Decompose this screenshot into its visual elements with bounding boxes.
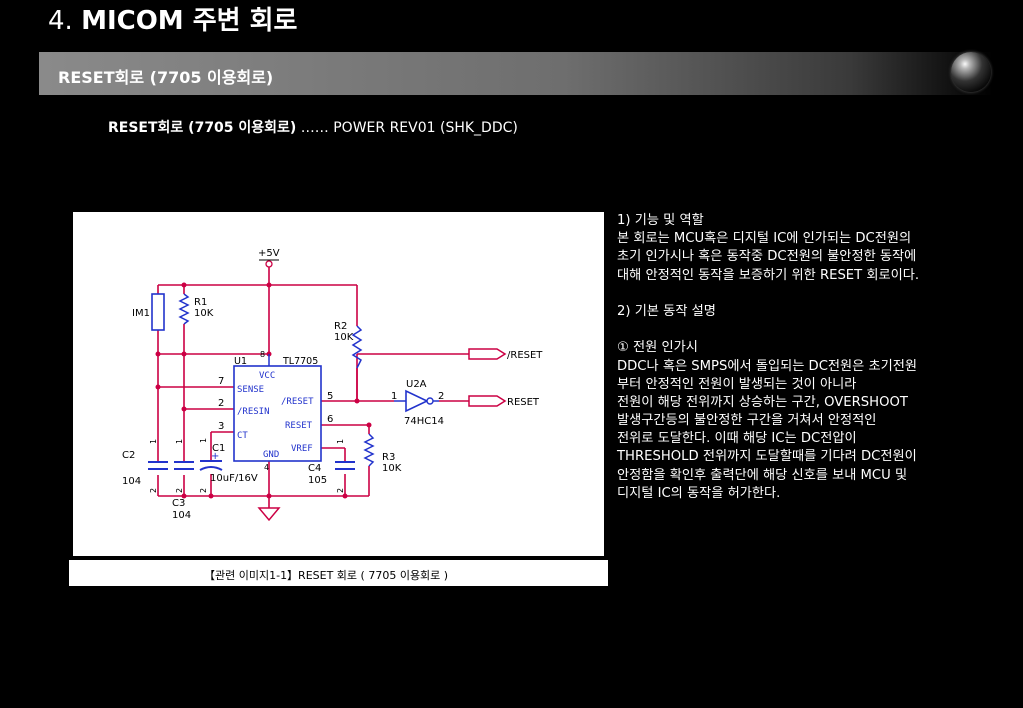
description-line: 2) 기본 동작 설명 — [617, 303, 716, 319]
c2-label: C2 — [122, 450, 135, 461]
vcc-terminal — [265, 260, 273, 268]
ground-icon — [257, 507, 281, 522]
resin-pin-label: /RESIN — [237, 407, 270, 417]
ct-pin-label: CT — [237, 431, 248, 441]
figure-caption: 【관련 이미지1-1】RESET 회로 ( 7705 이용회로 ) — [204, 569, 448, 582]
c4-pin2: 2 — [336, 488, 345, 493]
section-banner-text: RESET회로 (7705 이용회로) — [58, 68, 274, 87]
schematic-svg: +5V IM1 R1 10K R2 10K U1 8 TL7705 VCC SE… — [69, 208, 608, 582]
subheading-bold: RESET회로 (7705 이용회로) — [108, 120, 297, 136]
c1-plus: + — [211, 451, 219, 462]
r1-resistor — [178, 293, 190, 325]
u2a-label: U2A — [406, 379, 427, 390]
description-line: 대해 안정적인 동작을 보증하기 위한 RESET 회로이다. — [617, 267, 920, 283]
description-line — [617, 321, 1017, 339]
section-banner: RESET회로 (7705 이용회로) — [39, 52, 993, 95]
description-line: ① 전원 인가시 — [617, 340, 698, 356]
im1-component — [151, 293, 165, 331]
description-line: 안정함을 확인후 출력단에 해당 신호를 보내 MCU 및 — [617, 467, 908, 483]
description-line: 디지털 IC의 동작을 허가한다. — [617, 485, 781, 501]
r3-label: R3 — [382, 452, 395, 463]
c1-value: 10uF/16V — [210, 473, 258, 484]
tl7705-chip — [233, 365, 322, 462]
u1-label: U1 — [234, 356, 247, 367]
schematic-frame — [69, 208, 608, 560]
description-line: 본 회로는 MCU혹은 디지털 IC에 인가되는 DC전원의 — [617, 231, 912, 247]
r3-value: 10K — [382, 463, 402, 474]
c1-pin1: 1 — [199, 438, 208, 443]
reset-circuit-figure: +5V IM1 R1 10K R2 10K U1 8 TL7705 VCC SE… — [69, 208, 608, 586]
vcc-label: +5V — [258, 248, 280, 259]
u2-part-label: 74HC14 — [404, 416, 444, 427]
subheading-rest: …… POWER REV01 (SHK_DDC) — [296, 120, 518, 136]
c3-pin2: 2 — [175, 488, 184, 493]
c1-label: C1 — [212, 443, 225, 454]
c2-pin2: 2 — [149, 488, 158, 493]
r3-resistor — [363, 433, 375, 467]
pin2-label: 2 — [218, 398, 224, 409]
reset-n-port-label: /RESET — [507, 350, 543, 361]
c4-pin1: 1 — [336, 439, 345, 444]
description-line: DDC나 혹은 SMPS에서 돌입되는 DC전원은 초기전원 — [617, 358, 918, 374]
slide-title-text: MICOM 주변 회로 — [81, 6, 298, 36]
vref-pin-label: VREF — [291, 444, 313, 454]
c2-pin1: 1 — [149, 439, 158, 444]
gnd-pin-label: GND — [263, 450, 279, 460]
c2-capacitor — [148, 461, 168, 470]
reset-port-label: RESET — [507, 397, 540, 408]
c3-label: C3 — [172, 498, 185, 509]
u2-in-pin: 1 — [391, 391, 397, 402]
pin7-label: 7 — [218, 376, 224, 387]
pin3-label: 3 — [218, 421, 224, 432]
c2-value: 104 — [122, 476, 141, 487]
reset-n-pin-label: /RESET — [281, 397, 314, 407]
orb-decoration-icon — [951, 52, 991, 92]
slide-title-number: 4. — [48, 6, 73, 36]
pin6-label: 6 — [327, 414, 333, 425]
r2-resistor — [351, 325, 363, 369]
c3-capacitor — [174, 461, 194, 470]
vcc-pin-label: VCC — [259, 371, 275, 381]
c3-value: 104 — [172, 510, 191, 521]
r2-label: R2 — [334, 321, 347, 332]
c4-label: C4 — [308, 463, 321, 474]
description-line: 1) 기능 및 역할 — [617, 213, 704, 228]
chip-label: TL7705 — [282, 356, 318, 367]
r1-label: R1 — [194, 297, 207, 308]
r1-value: 10K — [194, 308, 214, 319]
reset-n-port — [468, 348, 507, 360]
reset-pin-label: RESET — [285, 421, 313, 431]
subheading: RESET회로 (7705 이용회로) …… POWER REV01 (SHK_… — [108, 117, 518, 137]
c3-pin1: 1 — [175, 439, 184, 444]
c4-value: 105 — [308, 475, 327, 486]
reset-port — [468, 395, 507, 407]
pin4-label: 4 — [264, 463, 269, 472]
description-line: 부터 안정적인 전원이 발생되는 것이 아니라 — [617, 376, 857, 392]
u2-out-pin: 2 — [438, 391, 444, 402]
sense-pin-label: SENSE — [237, 385, 264, 395]
im1-label: IM1 — [132, 308, 150, 319]
pin8-label: 8 — [260, 350, 265, 359]
description-line: 전원이 해당 전위까지 상승하는 구간, OVERSHOOT — [617, 394, 908, 410]
c1-pin2: 2 — [199, 488, 208, 493]
description-line: 초기 인가시나 혹은 동작중 DC전원의 불안정한 동작에 — [617, 249, 917, 265]
pin5-label: 5 — [327, 391, 333, 402]
c4-capacitor — [335, 461, 355, 470]
description-line: THRESHOLD 전위까지 도달할때를 기다려 DC전원이 — [617, 449, 917, 465]
description-line: 발생구간등의 불안정한 구간을 거쳐서 안정적인 — [617, 413, 877, 429]
description-line — [617, 285, 1017, 303]
description-line: 전위로 도달한다. 이때 해당 IC는 DC전압이 — [617, 431, 857, 447]
c1-capacitor — [199, 460, 223, 471]
r2-value: 10K — [334, 332, 354, 343]
slide-title: 4. MICOM 주변 회로 — [48, 6, 297, 36]
